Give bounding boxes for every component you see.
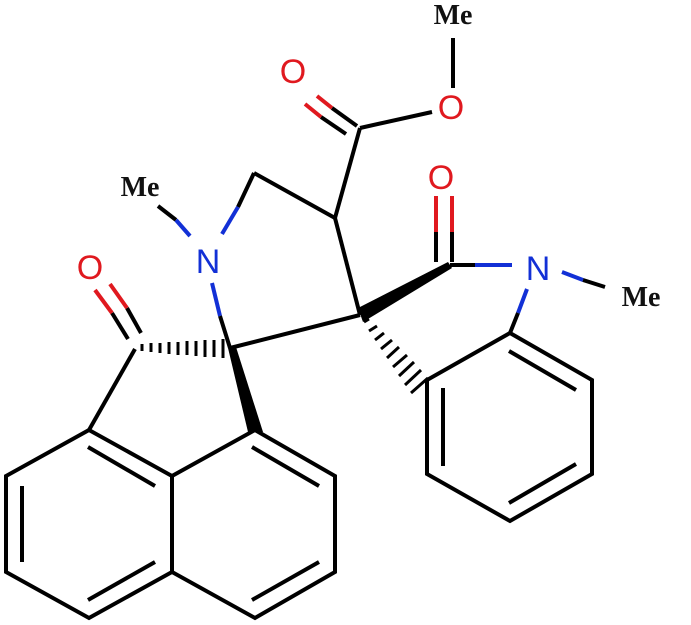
oxindole-methyl-label: Me (621, 282, 661, 313)
acenaphthenone-oxygen-label: O (76, 249, 104, 287)
pyrrolidine-nitrogen-label: N (195, 243, 221, 281)
oxindole-oxygen-label: O (427, 159, 455, 197)
ester-carbonyl-oxygen-label: O (279, 53, 307, 91)
ester-oxygen-label: O (437, 89, 465, 127)
methyl-ester-label: Me (433, 0, 473, 31)
pyrrolidine-methyl-label: Me (120, 172, 160, 203)
oxindole-nitrogen-label: N (525, 250, 551, 288)
